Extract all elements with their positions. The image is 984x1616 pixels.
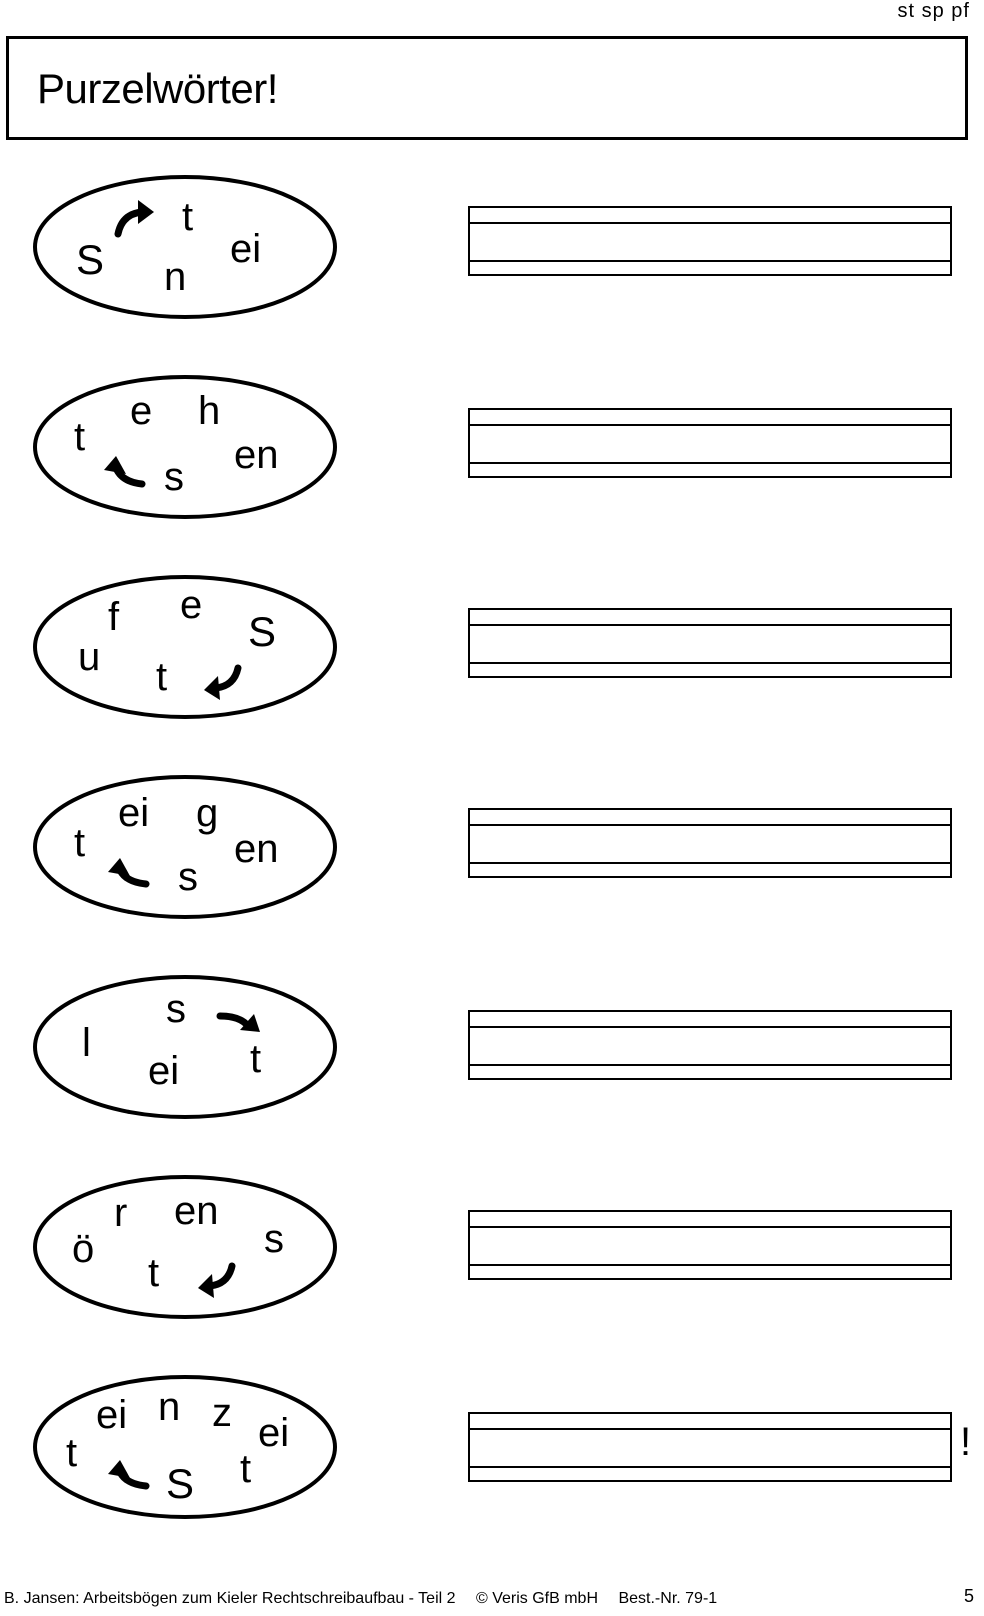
curved-arrow-down-left-icon: [204, 664, 242, 700]
letter: S: [248, 608, 276, 655]
writing-lines-2[interactable]: [468, 408, 952, 478]
letter-ellipse-7: t ei n z ei S t: [33, 1375, 337, 1519]
letter: s: [166, 987, 186, 1031]
letter: e: [180, 583, 202, 627]
letter: ei: [118, 791, 149, 835]
letter: ei: [148, 1049, 179, 1093]
footer: B. Jansen: Arbeitsbögen zum Kieler Recht…: [4, 1590, 980, 1608]
writing-lines-1[interactable]: [468, 206, 952, 276]
writing-lines-7[interactable]: [468, 1412, 952, 1482]
letter: z: [212, 1391, 232, 1435]
letter: t: [74, 821, 85, 865]
curved-arrow-right-up-icon: [114, 200, 154, 238]
page-title: Purzelwörter!: [37, 65, 278, 112]
letter: u: [78, 635, 100, 679]
topic-tag: st sp pf: [897, 0, 970, 22]
letter: t: [66, 1431, 77, 1475]
curved-arrow-down-left-icon: [198, 1262, 236, 1298]
letter-ellipse-3: u f e S t: [33, 575, 337, 719]
letter: en: [234, 827, 279, 871]
letter: en: [174, 1189, 219, 1233]
writing-lines-4[interactable]: [468, 808, 952, 878]
letter: ei: [258, 1411, 289, 1455]
letter: t: [182, 195, 193, 239]
letter: s: [164, 455, 184, 499]
curved-arrow-right-down-icon: [216, 1012, 260, 1032]
letter: t: [156, 655, 167, 699]
exercise-7: t ei n z ei S t !: [0, 1372, 984, 1522]
writing-lines-5[interactable]: [468, 1010, 952, 1080]
writing-lines-6[interactable]: [468, 1210, 952, 1280]
footer-credit: B. Jansen: Arbeitsbögen zum Kieler Recht…: [4, 1590, 456, 1607]
exercise-2: t e h en s: [0, 372, 984, 522]
letter-ellipse-1: S t n ei: [33, 175, 337, 319]
letter: e: [130, 389, 152, 433]
exercise-3: u f e S t: [0, 572, 984, 722]
letter: en: [234, 433, 279, 477]
letter: g: [196, 791, 218, 835]
letter: ei: [96, 1393, 127, 1437]
curved-arrow-left-down-icon: [108, 1460, 150, 1490]
writing-lines-3[interactable]: [468, 608, 952, 678]
letter-ellipse-5: l s ei t: [33, 975, 337, 1119]
letter: t: [250, 1037, 261, 1081]
letter-ellipse-2: t e h en s: [33, 375, 337, 519]
letter: ei: [230, 227, 261, 271]
exercise-5: l s ei t: [0, 972, 984, 1122]
letter: ö: [72, 1227, 94, 1271]
letter: r: [114, 1191, 127, 1235]
footer-copyright: © Veris GfB mbH: [475, 1590, 599, 1607]
letter-ellipse-4: t ei g en s: [33, 775, 337, 919]
exercise-4: t ei g en s: [0, 772, 984, 922]
curved-arrow-left-down-icon: [108, 858, 150, 888]
title-box: Purzelwörter!: [6, 36, 968, 140]
letter: S: [166, 1460, 194, 1507]
letter: l: [82, 1021, 91, 1065]
page-number: 5: [963, 1586, 974, 1606]
exercise-6: ö r en s t: [0, 1172, 984, 1322]
exercise-1: S t n ei: [0, 174, 984, 324]
letter: h: [198, 389, 220, 433]
footer-order-number: Best.-Nr. 79-1: [618, 1590, 718, 1607]
exclamation-mark: !: [960, 1420, 972, 1464]
letter: t: [240, 1447, 251, 1491]
letter-ellipse-6: ö r en s t: [33, 1175, 337, 1319]
letter: S: [76, 236, 104, 283]
letter: t: [148, 1251, 159, 1295]
curved-arrow-left-down-icon: [104, 456, 146, 488]
letter: n: [158, 1385, 180, 1429]
letter: s: [178, 855, 198, 899]
letter: t: [74, 415, 85, 459]
letter: s: [264, 1217, 284, 1261]
letter: n: [164, 255, 186, 299]
letter: f: [108, 595, 120, 639]
